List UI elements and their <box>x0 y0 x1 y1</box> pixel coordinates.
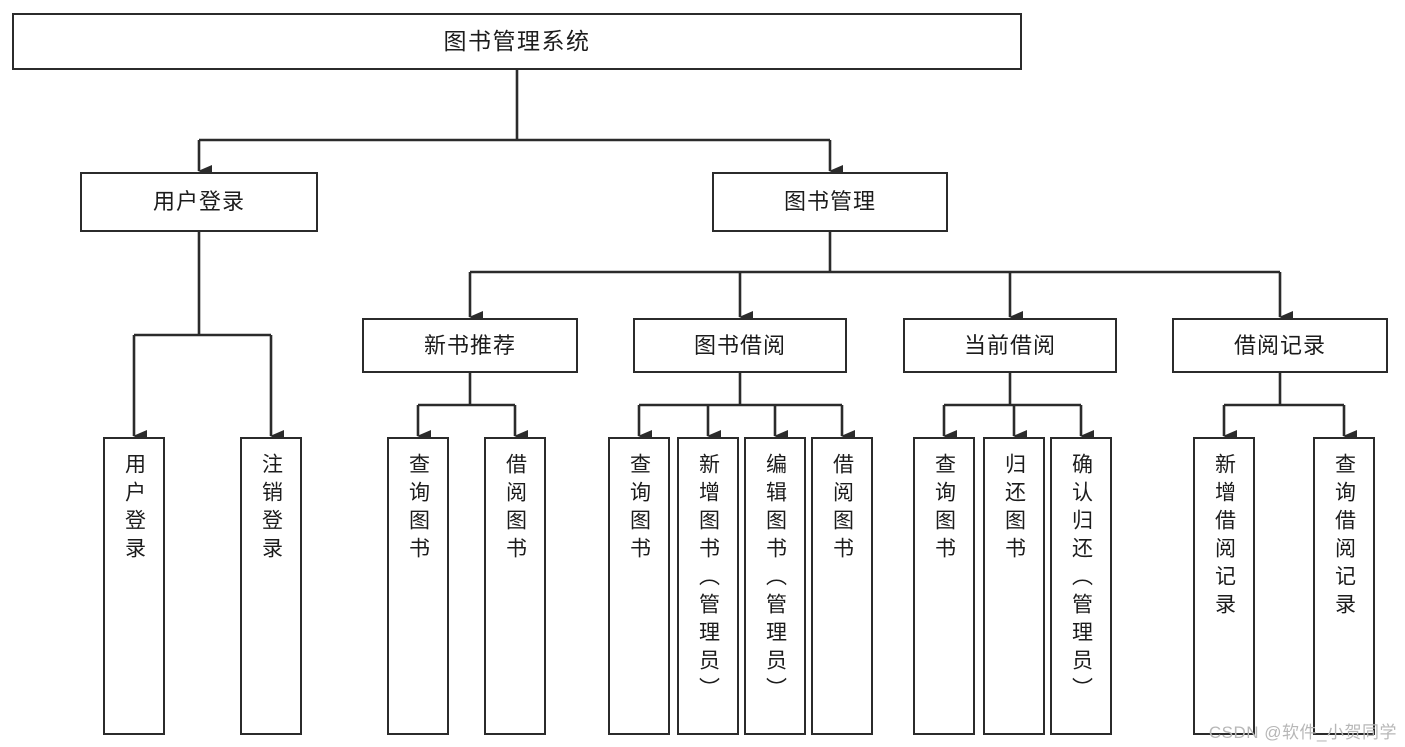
node-label: 查询借阅记录 <box>1332 453 1356 621</box>
node-label: 归还图书 <box>1002 453 1026 565</box>
node-leaf-rec-query-book: 查询图书 <box>387 437 449 735</box>
node-label: 用户登录 <box>152 189 245 215</box>
node-root: 图书管理系统 <box>12 13 1022 70</box>
node-label: 注销登录 <box>259 453 283 565</box>
node-leaf-user-logout: 注销登录 <box>240 437 302 735</box>
node-borrow-record: 借阅记录 <box>1172 318 1388 373</box>
node-leaf-br-query-record: 查询借阅记录 <box>1313 437 1375 735</box>
node-leaf-cb-query-book: 查询图书 <box>913 437 975 735</box>
node-book-manage: 图书管理 <box>712 172 948 232</box>
node-label: 借阅图书 <box>830 453 854 565</box>
node-label: 借阅记录 <box>1233 332 1326 358</box>
node-leaf-bb-borrow-book: 借阅图书 <box>811 437 873 735</box>
node-label: 新书推荐 <box>423 332 516 358</box>
node-leaf-bb-add-book: 新增图书（管理员） <box>677 437 739 735</box>
node-current-borrow: 当前借阅 <box>903 318 1117 373</box>
node-leaf-bb-query-book: 查询图书 <box>608 437 670 735</box>
node-label: 图书管理 <box>783 189 876 215</box>
node-leaf-br-add-record: 新增借阅记录 <box>1193 437 1255 735</box>
node-label: 图书借阅 <box>693 332 786 358</box>
node-label: 图书管理系统 <box>443 27 591 54</box>
node-label: 当前借阅 <box>963 332 1056 358</box>
node-leaf-rec-borrow-book: 借阅图书 <box>484 437 546 735</box>
node-new-book-recommend: 新书推荐 <box>362 318 578 373</box>
node-leaf-cb-confirm-return: 确认归还（管理员） <box>1050 437 1112 735</box>
node-leaf-cb-return-book: 归还图书 <box>983 437 1045 735</box>
watermark-text: CSDN @软件_小贺同学 <box>1208 723 1397 742</box>
node-user-login: 用户登录 <box>80 172 318 232</box>
node-label: 借阅图书 <box>503 453 527 565</box>
node-leaf-user-login: 用户登录 <box>103 437 165 735</box>
node-leaf-bb-edit-book: 编辑图书（管理员） <box>744 437 806 735</box>
node-label: 新增图书（管理员） <box>696 453 720 705</box>
node-label: 新增借阅记录 <box>1212 453 1236 621</box>
node-book-borrow: 图书借阅 <box>633 318 847 373</box>
node-label: 查询图书 <box>406 453 430 565</box>
node-label: 用户登录 <box>122 453 146 565</box>
node-label: 确认归还（管理员） <box>1069 453 1093 705</box>
node-label: 查询图书 <box>932 453 956 565</box>
node-label: 编辑图书（管理员） <box>763 453 787 705</box>
node-label: 查询图书 <box>627 453 651 565</box>
